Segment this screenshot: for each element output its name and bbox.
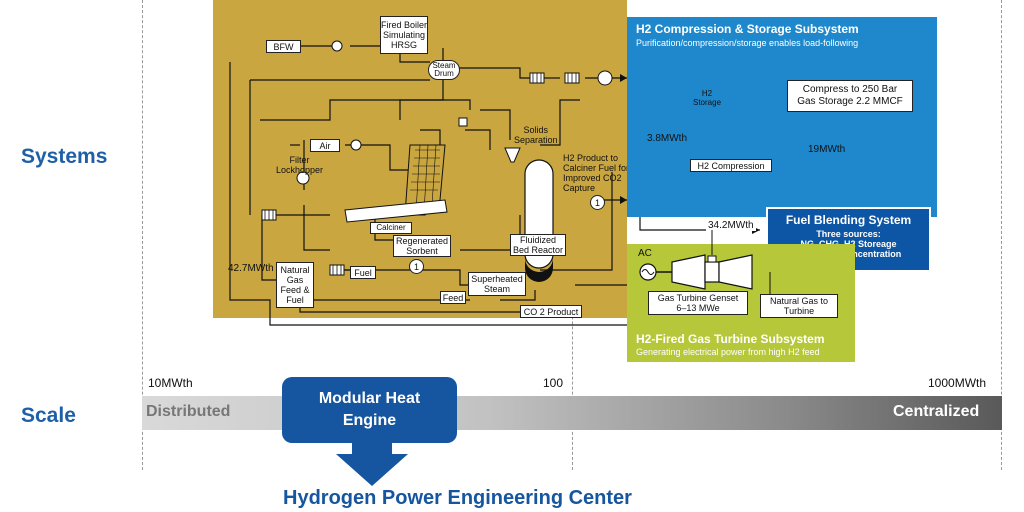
guide-10mw (142, 0, 143, 470)
fuel-blending-title: Fuel Blending System (785, 213, 912, 227)
fuel-blending-line-1: Three sources: (816, 229, 881, 239)
modular-heat-engine-badge: Modular Heat Engine (282, 377, 457, 443)
marker-1-upper: 1 (590, 195, 605, 210)
h2-storage-label: H2 Storage (693, 89, 722, 107)
scale-row-label: Scale (21, 404, 76, 427)
calciner-box: Calciner (370, 222, 412, 234)
fired-boiler-box: Fired Boiler Simulating HRSG (380, 16, 428, 54)
compress-storage-box: Compress to 250 Bar Gas Storage 2.2 MMCF (787, 80, 913, 112)
systems-row-label: Systems (21, 145, 108, 168)
bfw-box: BFW (266, 40, 301, 53)
guide-1000mw (1001, 0, 1002, 470)
footer-title: Hydrogen Power Engineering Center (283, 487, 632, 509)
scale-gradient-bar (142, 396, 1002, 430)
h2-product-label: H2 Product to Calciner Fuel for Improved… (563, 153, 630, 193)
natural-gas-feed-box: Natural Gas Feed & Fuel (276, 262, 314, 308)
scale-tick-100: 100 (543, 376, 564, 390)
filter-lockhopper-label: Filter Lockhopper (276, 155, 324, 175)
h2-storage-title: H2 Compression & Storage Subsystem (636, 22, 859, 36)
scale-tick-1000: 1000MWth (928, 376, 987, 390)
scale-distributed-label: Distributed (146, 403, 231, 420)
ng-to-turbine-box: Natural Gas to Turbine (760, 294, 838, 318)
down-arrow-icon (336, 440, 408, 486)
steam-drum: Steam Drum (428, 60, 460, 80)
flow-38-label: 3.8MWth (647, 133, 688, 144)
gas-turbine-genset-box: Gas Turbine Genset 6–13 MWe (648, 291, 748, 315)
gas-turbine-subtitle: Generating electrical power from high H2… (636, 347, 820, 357)
fluidized-bed-reactor-box: Fluidized Bed Reactor (510, 234, 566, 256)
air-box: Air (310, 139, 340, 152)
regenerated-sorbent-box: Regenerated Sorbent (393, 235, 451, 257)
feed-box: Feed (440, 291, 466, 304)
superheated-steam-box: Superheated Steam (468, 272, 526, 296)
flow-427-label: 42.7MWth (228, 263, 274, 274)
flow-342-label: 34.2MWth (706, 220, 756, 231)
fuel-box: Fuel (350, 266, 376, 279)
h2-compression-box: H2 Compression (690, 159, 772, 172)
h2-storage-subtitle: Purification/compression/storage enables… (636, 38, 859, 48)
flow-19-label: 19MWth (808, 144, 846, 155)
scale-centralized-label: Centralized (893, 403, 980, 420)
gas-turbine-title: H2-Fired Gas Turbine Subsystem (636, 332, 825, 346)
solids-separation-label: Solids Separation (514, 125, 558, 145)
marker-1-lower: 1 (409, 259, 424, 274)
ac-label: AC (638, 248, 652, 259)
co2-product-box: CO 2 Product (520, 305, 582, 318)
h2-storage-panel (627, 17, 937, 217)
scale-tick-10: 10MWth (148, 376, 193, 390)
